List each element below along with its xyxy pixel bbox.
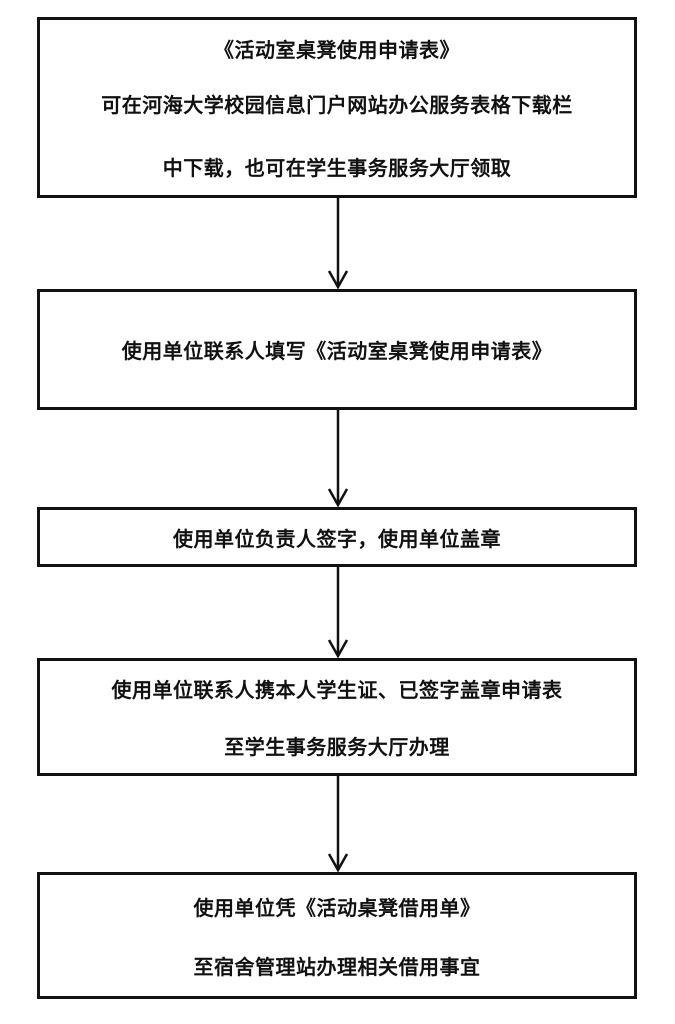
down-arrow-3 <box>326 567 350 658</box>
step-1-line-2: 可在河海大学校园信息门户网站办公服务表格下载栏 <box>101 93 573 117</box>
flow-step-1: 《活动室桌凳使用申请表》 可在河海大学校园信息门户网站办公服务表格下载栏 中下载… <box>37 17 637 198</box>
down-arrow-4 <box>326 776 350 872</box>
flow-step-2: 使用单位联系人填写《活动室桌凳使用申请表》 <box>37 289 637 410</box>
down-arrow-2 <box>326 410 350 507</box>
flow-step-3: 使用单位负责人签字，使用单位盖章 <box>37 507 637 567</box>
step-5-line-1: 使用单位凭《活动桌凳借用单》 <box>193 895 481 920</box>
step-2-line-1: 使用单位联系人填写《活动室桌凳使用申请表》 <box>121 339 553 363</box>
flow-step-5: 使用单位凭《活动桌凳借用单》 至宿舍管理站办理相关借用事宜 <box>37 872 637 999</box>
step-1-line-3: 中下载，也可在学生事务服务大厅领取 <box>162 156 512 180</box>
step-1-title: 《活动室桌凳使用申请表》 <box>214 38 460 62</box>
flow-step-4: 使用单位联系人携本人学生证、已签字盖章申请表 至学生事务服务大厅办理 <box>37 658 637 776</box>
step-5-line-2: 至宿舍管理站办理相关借用事宜 <box>193 954 481 979</box>
step-4-line-1: 使用单位联系人携本人学生证、已签字盖章申请表 <box>111 678 563 702</box>
step-4-line-2: 至学生事务服务大厅办理 <box>224 735 450 759</box>
step-3-line-1: 使用单位负责人签字，使用单位盖章 <box>173 526 501 551</box>
down-arrow-1 <box>326 198 350 289</box>
